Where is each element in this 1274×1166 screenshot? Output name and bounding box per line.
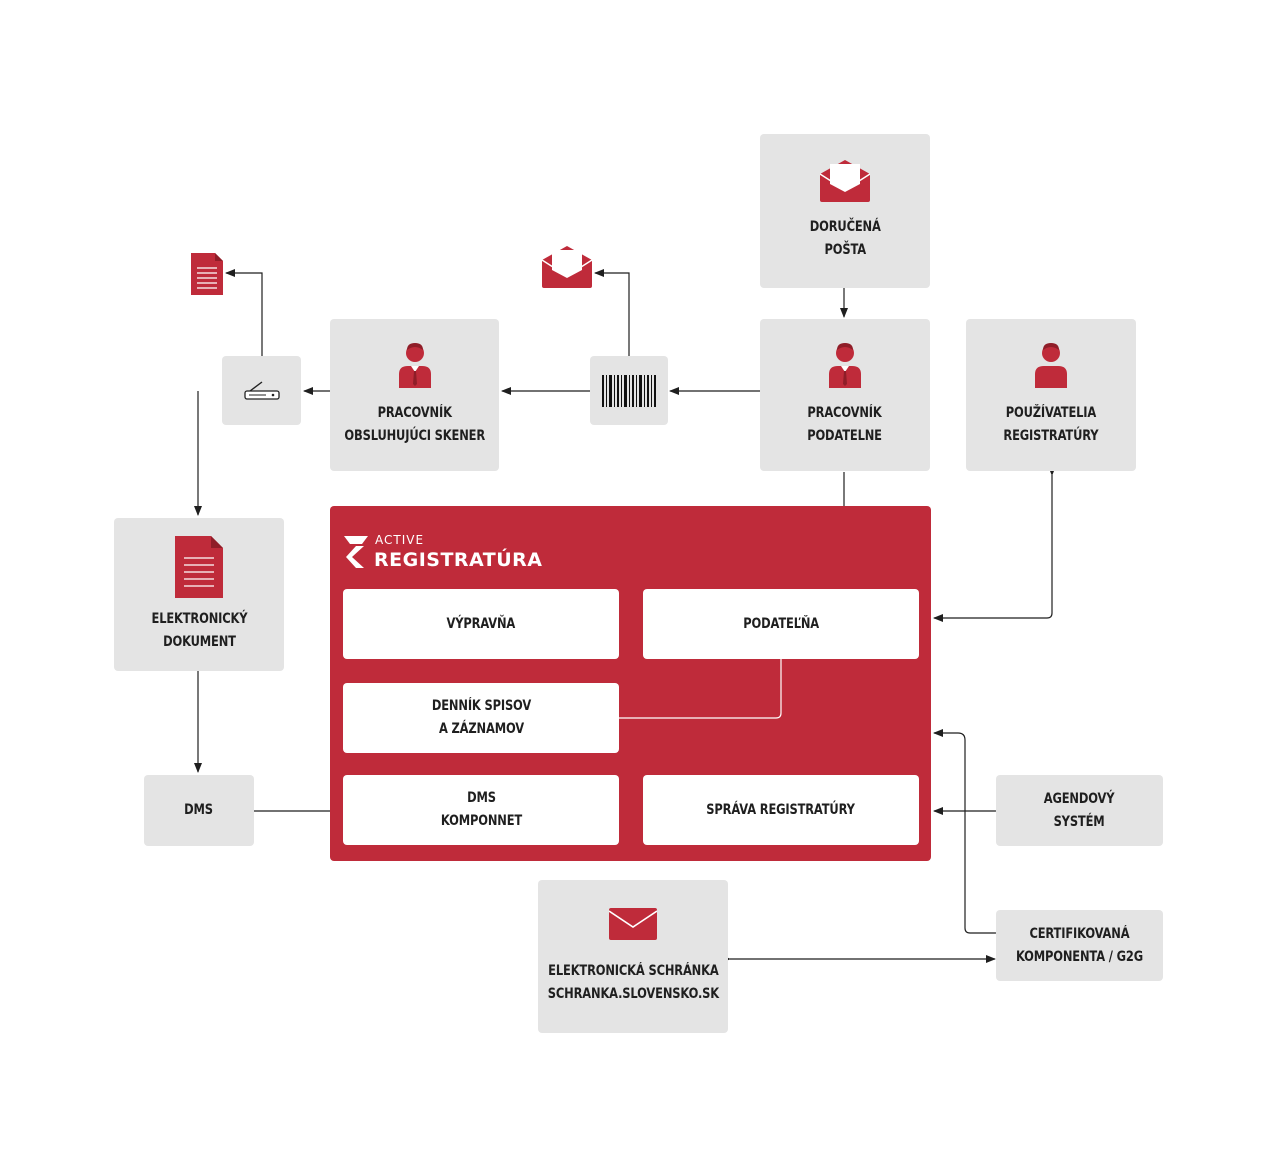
module-label: VÝPRAVŇA xyxy=(446,615,516,632)
arrow-scanner-to-doc-icon xyxy=(225,269,263,356)
envelope-open-icon xyxy=(820,160,870,202)
module-podatelna: PODATEĽŇA xyxy=(643,589,919,659)
barcode-icon xyxy=(602,374,656,407)
node-barcode xyxy=(590,356,668,425)
person-icon xyxy=(398,343,431,388)
arrow-barcode-to-envelope xyxy=(594,269,630,356)
person-icon xyxy=(829,343,861,388)
module-sprava: SPRÁVA REGISTRATÚRY xyxy=(643,775,919,845)
node-scanner xyxy=(222,356,301,425)
module-label: PODATEĽŇA xyxy=(743,615,819,632)
module-label: SPRÁVA REGISTRATÚRY xyxy=(706,801,856,818)
brand-small: ACTIVE xyxy=(375,533,425,547)
envelope-icon xyxy=(609,907,657,940)
person-icon xyxy=(1035,343,1067,388)
arrow-pouzivatelia-podatelna xyxy=(933,466,1056,622)
arrow-certifikovana-system xyxy=(933,729,1004,937)
podatelna-dennik-connector xyxy=(619,659,782,719)
brand-big: REGISTRATÚRA xyxy=(374,549,543,571)
document-icon xyxy=(191,253,223,300)
envelope-open-icon xyxy=(541,246,593,293)
document-icon xyxy=(175,535,223,598)
module-vypravna: VÝPRAVŇA xyxy=(343,589,619,659)
node-dms: DMS xyxy=(144,775,254,846)
node-label: DMS xyxy=(184,802,214,818)
scanner-icon xyxy=(243,380,280,400)
registratura-logo-icon xyxy=(344,536,368,568)
active-registratura-system: ACTIVE REGISTRATÚRA VÝPRAVŇA PODATEĽŇA D… xyxy=(330,506,931,861)
